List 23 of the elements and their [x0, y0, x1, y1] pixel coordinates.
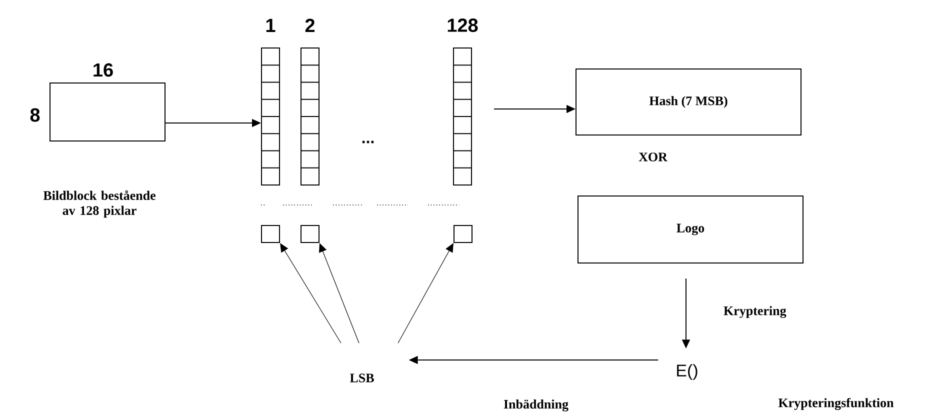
- bit-label: LSB: [350, 374, 374, 382]
- node-label: 1: [266, 18, 276, 32]
- pixel-column: 1: [261, 18, 280, 186]
- arrow: [280, 243, 342, 344]
- pixel-square: [300, 225, 320, 243]
- pixel-square: [454, 225, 472, 243]
- function-label: E(): [677, 364, 698, 380]
- edge-label: Kryptering: [724, 306, 786, 318]
- process-box: Hash (7 MSB): [576, 68, 802, 136]
- edge-label: Inbäddning: [504, 400, 568, 412]
- arrow: [398, 243, 454, 344]
- pixel-square: [261, 225, 280, 243]
- operator-label: XOR: [638, 152, 668, 162]
- process-box: Logo: [578, 196, 804, 264]
- node-label: 2: [305, 18, 315, 32]
- pixel-column: 2: [300, 18, 320, 186]
- pixel-column: 128: [448, 18, 478, 186]
- node-label: Bildblock bestående av 128 pixlar: [43, 190, 156, 218]
- arrow: [319, 243, 360, 344]
- caption: Krypteringsfunktion: [778, 398, 894, 410]
- ellipsis: ...: [362, 140, 374, 144]
- node-label: 128: [448, 18, 478, 32]
- image-block: [50, 82, 166, 142]
